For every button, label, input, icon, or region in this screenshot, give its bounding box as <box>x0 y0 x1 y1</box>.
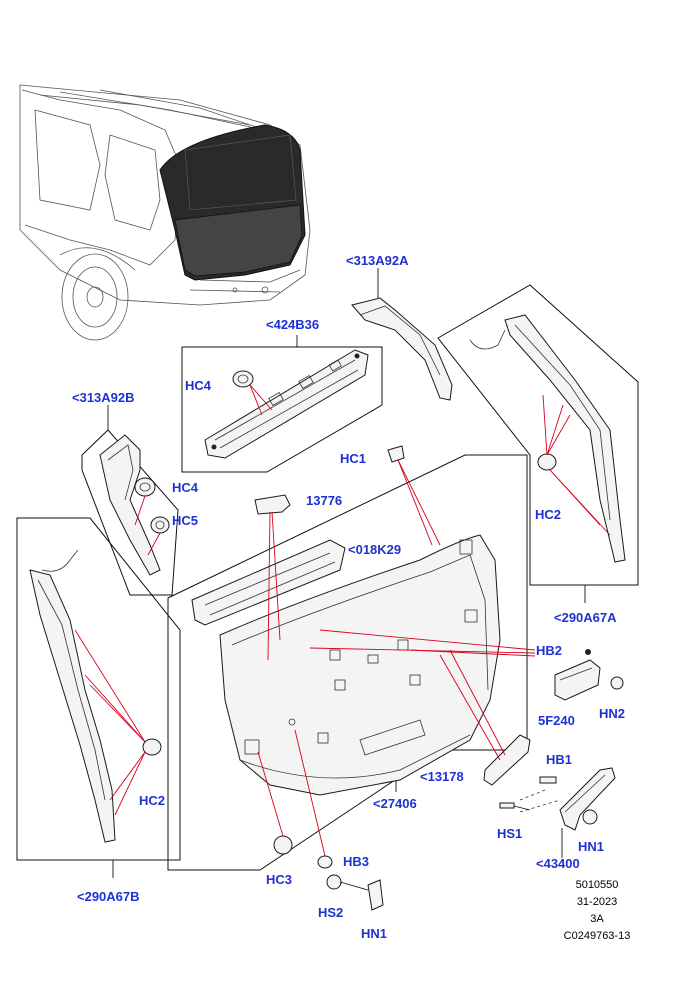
group-box-27406 <box>167 445 536 871</box>
group-box-424B36 <box>181 335 383 473</box>
callout-HC2-left: HC2 <box>139 793 166 808</box>
callout-HC1: HC1 <box>340 451 367 466</box>
vehicle-illustration <box>19 84 311 341</box>
callout-HC4-left: HC4 <box>172 480 199 495</box>
group-box-290A67B <box>16 517 181 878</box>
reference-date: 31-2023 <box>576 896 618 908</box>
callout-HN1-right: HN1 <box>578 839 605 854</box>
reference-number: 5010550 <box>575 879 619 891</box>
callout-290A67B: <290A67B <box>77 889 140 904</box>
callout-018K29: <018K29 <box>348 542 402 557</box>
callout-HN2: HN2 <box>599 706 626 721</box>
callout-HB1: HB1 <box>546 752 573 767</box>
callout-5F240: 5F240 <box>538 713 575 728</box>
callout-HN1-bottom: HN1 <box>361 926 388 941</box>
group-box-290A67A <box>437 284 639 603</box>
callout-HB3: HB3 <box>343 854 370 869</box>
callout-13776: 13776 <box>306 493 343 508</box>
callout-HS1: HS1 <box>497 826 523 841</box>
reference-code: C0249763-13 <box>563 930 631 942</box>
callout-43400: <43400 <box>536 856 580 871</box>
callout-HC5: HC5 <box>172 513 199 528</box>
hinge-43400 <box>499 767 616 858</box>
reference-revision: 3A <box>590 913 604 925</box>
callout-HB2: HB2 <box>536 643 563 658</box>
bracket-5F240 <box>554 649 624 701</box>
callout-HC4-top: HC4 <box>185 378 212 393</box>
callout-313A92B: <313A92B <box>72 390 135 405</box>
callout-HS2: HS2 <box>318 905 344 920</box>
callout-13178: <13178 <box>420 769 464 784</box>
callout-HC3: HC3 <box>266 872 293 887</box>
callout-313A92A: <313A92A <box>346 253 409 268</box>
group-box-313A92B <box>81 405 179 596</box>
callout-HC2-right: HC2 <box>535 507 562 522</box>
callout-27406: <27406 <box>373 796 417 811</box>
connector-13178 <box>439 649 531 786</box>
callout-424B36: <424B36 <box>266 317 320 332</box>
bracket-313A92A <box>351 268 453 401</box>
bottom-fasteners <box>257 729 384 911</box>
callout-290A67A: <290A67A <box>554 610 617 625</box>
